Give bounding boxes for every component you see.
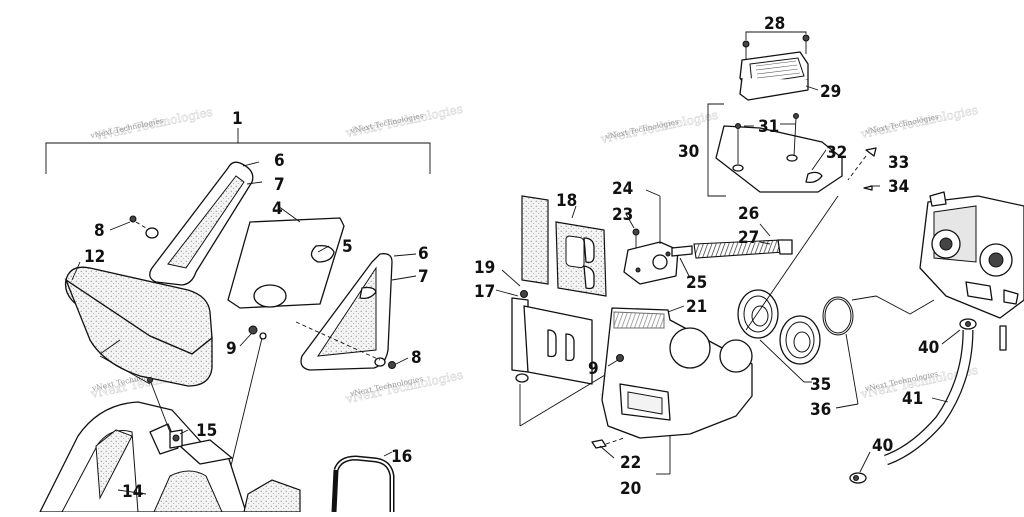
callout-6-left: 6 [274,151,285,171]
nut-9-left [229,325,267,471]
callout-36: 36 [810,400,831,420]
callout-12: 12 [84,247,105,267]
coupler-35b [759,315,821,383]
callout-23: 23 [612,205,633,225]
clamp-36 [822,295,935,409]
clamp-40-lower [849,451,871,484]
callout-19: 19 [474,258,495,278]
gasket-16 [331,451,395,513]
plate-31-32 [715,113,843,193]
callout-16: 16 [391,447,412,467]
callout-14: 14 [122,482,143,502]
watermark-1: vNext Technologies vNext Technologies [89,104,214,143]
callout-30: 30 [678,142,699,162]
callout-41: 41 [902,389,923,409]
callout-22: 22 [620,453,641,473]
callout-15: 15 [196,421,217,441]
callout-34: 34 [888,177,909,197]
spring-26-27 [693,223,793,259]
callout-29: 29 [820,82,841,102]
hose-25 [671,245,693,279]
callout-6-right: 6 [418,244,429,264]
callout-32: 32 [826,143,847,163]
decal-block-29 [739,51,819,101]
callout-4: 4 [272,199,283,219]
callout-40-lower: 40 [872,436,893,456]
watermark-3: vNext Technologies vNext Technologies [598,107,719,146]
foam-filter-12 [64,261,213,387]
callout-28: 28 [764,14,785,34]
watermark-2: vNext Technologies vNext Technologies [343,101,464,140]
air-box-lower [39,355,247,513]
screw-9-mid [607,354,624,367]
foam-filter-18 [521,195,607,297]
carburetor-assembly [919,191,1024,351]
screw-8-left [109,215,159,239]
callout-24: 24 [612,179,633,199]
callout-8-right: 8 [411,348,422,368]
fitting-15 [147,377,189,449]
air-box-body-20 [601,305,753,439]
callout-35: 35 [810,375,831,395]
callout-18: 18 [556,191,577,211]
screws-28 [742,31,810,60]
callout-17: 17 [474,282,495,302]
watermark-6: vNext Technologies vNext Technologies [343,367,464,406]
foam-piece-lower [243,479,301,513]
screw-23 [625,213,640,248]
callout-9-mid: 9 [588,359,599,379]
watermark-4: vNext Technologies vNext Technologies [858,102,979,141]
assembly-bracket-1 [45,128,431,174]
screw-8-right [295,321,409,369]
bracket-30 [707,103,726,197]
callout-5: 5 [342,237,353,257]
callout-7-right: 7 [418,267,429,287]
clamp-40-upper [941,318,977,345]
coupler-35a [737,289,779,339]
callout-33: 33 [888,153,909,173]
callout-8-left: 8 [94,221,105,241]
callout-9-left: 9 [226,339,237,359]
side-panel-left [149,161,263,286]
callout-25: 25 [686,273,707,293]
baffle-plate [227,205,345,309]
callout-27: 27 [738,228,759,248]
callout-40-upper: 40 [918,338,939,358]
side-panel-right [300,253,417,371]
callout-1: 1 [232,109,243,129]
baffle-17 [495,269,621,427]
callout-21: 21 [686,297,707,317]
callout-20: 20 [620,479,641,499]
hose-41 [884,329,974,466]
valve-plate-24 [623,189,679,285]
callout-7-left: 7 [274,175,285,195]
callout-31: 31 [758,117,779,137]
callout-26: 26 [738,204,759,224]
fastener-33-34 [745,147,880,331]
screw-22 [591,436,671,475]
